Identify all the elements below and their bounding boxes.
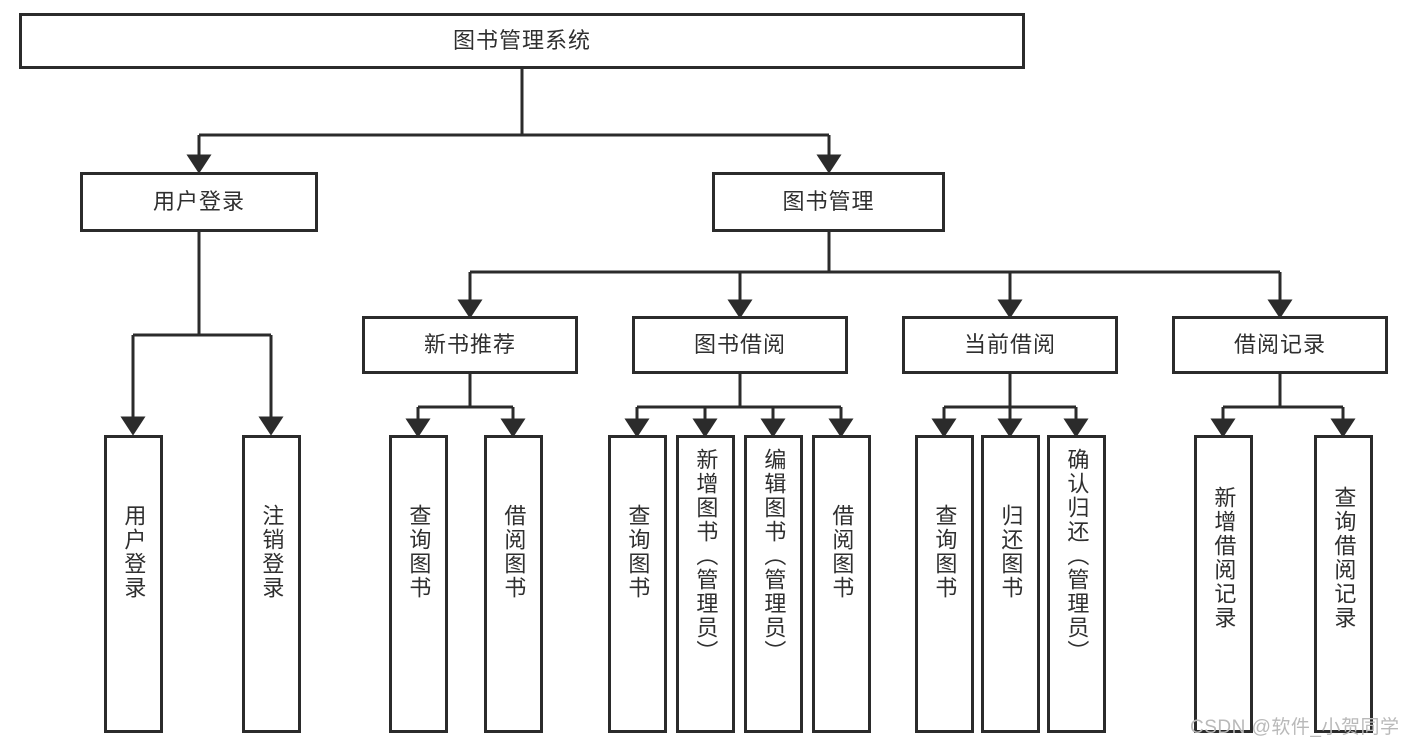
node-label: 归还图书	[998, 504, 1024, 600]
node-leaf-query-book-3[interactable]: 查询图书	[915, 435, 974, 733]
node-label: 用户登录	[121, 504, 147, 600]
node-label: 图书借阅	[693, 331, 786, 357]
node-label: 新书推荐	[423, 331, 516, 357]
node-borrow-record[interactable]: 借阅记录	[1172, 316, 1388, 374]
node-label: 查询图书	[406, 504, 432, 600]
node-label: 借阅记录	[1233, 331, 1326, 357]
node-label: 编辑图书（管理员）	[761, 448, 787, 664]
node-book-management-system[interactable]: 图书管理系统	[19, 13, 1025, 69]
node-new-book-recommend[interactable]: 新书推荐	[362, 316, 578, 374]
node-current-borrow[interactable]: 当前借阅	[902, 316, 1118, 374]
node-leaf-borrow-book-1[interactable]: 借阅图书	[484, 435, 543, 733]
node-leaf-user-login[interactable]: 用户登录	[104, 435, 163, 733]
node-leaf-query-record[interactable]: 查询借阅记录	[1314, 435, 1373, 733]
node-leaf-query-book-1[interactable]: 查询图书	[389, 435, 448, 733]
node-leaf-return-book[interactable]: 归还图书	[981, 435, 1040, 733]
watermark: CSDN @软件_小贺同学	[1190, 717, 1400, 738]
node-label: 注销登录	[259, 504, 285, 600]
node-label: 当前借阅	[963, 331, 1056, 357]
node-label: 图书管理系统	[452, 27, 591, 53]
node-label: 新增图书（管理员）	[693, 448, 719, 664]
node-leaf-logout-login[interactable]: 注销登录	[242, 435, 301, 733]
node-book-borrow[interactable]: 图书借阅	[632, 316, 848, 374]
node-label: 用户登录	[152, 188, 245, 214]
node-label: 新增借阅记录	[1211, 486, 1237, 630]
node-label: 查询图书	[625, 504, 651, 600]
node-user-login[interactable]: 用户登录	[80, 172, 318, 232]
node-label: 查询图书	[932, 504, 958, 600]
node-label: 借阅图书	[829, 504, 855, 600]
node-label: 借阅图书	[501, 504, 527, 600]
node-leaf-borrow-book-2[interactable]: 借阅图书	[812, 435, 871, 733]
node-book-manage[interactable]: 图书管理	[712, 172, 945, 232]
node-leaf-confirm-return[interactable]: 确认归还（管理员）	[1047, 435, 1106, 733]
node-leaf-add-book[interactable]: 新增图书（管理员）	[676, 435, 735, 733]
node-leaf-add-record[interactable]: 新增借阅记录	[1194, 435, 1253, 733]
node-label: 图书管理	[782, 188, 875, 214]
node-leaf-query-book-2[interactable]: 查询图书	[608, 435, 667, 733]
node-label: 查询借阅记录	[1331, 486, 1357, 630]
node-leaf-edit-book[interactable]: 编辑图书（管理员）	[744, 435, 803, 733]
node-label: 确认归还（管理员）	[1064, 448, 1090, 664]
